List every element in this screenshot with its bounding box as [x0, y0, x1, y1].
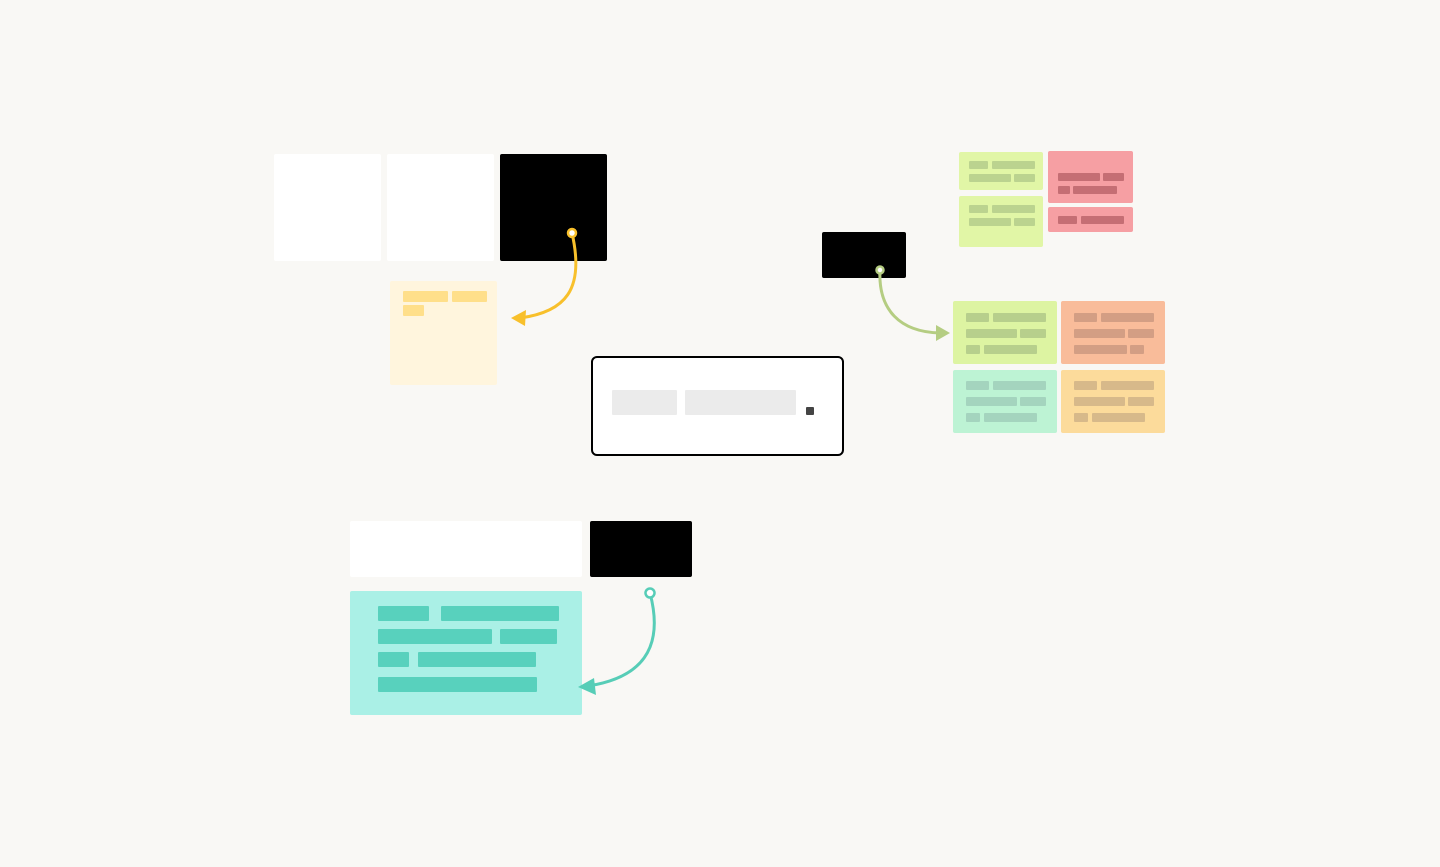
text-bar — [378, 677, 537, 692]
black-card-bottom[interactable] — [590, 521, 692, 577]
text-bar — [378, 629, 492, 644]
text-bar — [966, 413, 980, 422]
text-bar — [984, 345, 1037, 354]
text-bar — [1020, 329, 1046, 338]
text-bar — [403, 291, 448, 302]
text-bar — [378, 606, 429, 621]
text-bar — [1103, 173, 1124, 181]
black-card-right[interactable] — [822, 232, 906, 278]
text-bar — [1128, 329, 1154, 338]
sticky-pink-1[interactable] — [1048, 151, 1133, 203]
text-bar — [1101, 313, 1154, 322]
sticky-mint[interactable] — [953, 370, 1057, 433]
text-bar — [1074, 397, 1125, 406]
text-bar — [992, 205, 1035, 213]
text-bar — [993, 313, 1046, 322]
text-bar — [993, 381, 1046, 390]
text-bar — [992, 161, 1035, 169]
text-bar — [966, 329, 1017, 338]
connector-handle-icon[interactable] — [566, 227, 578, 239]
sticky-lime[interactable] — [953, 301, 1057, 364]
text-bar — [403, 305, 424, 316]
text-bar — [1058, 173, 1100, 181]
text-bar — [1074, 313, 1097, 322]
text-bar — [966, 313, 989, 322]
text-bar — [1058, 216, 1077, 224]
sticky-peach[interactable] — [1061, 370, 1165, 433]
text-bar — [969, 174, 1011, 182]
text-bar — [966, 397, 1017, 406]
placeholder-block — [612, 390, 677, 415]
text-bar — [1074, 329, 1125, 338]
text-bar — [1101, 381, 1154, 390]
arrowhead-icon — [511, 310, 526, 326]
text-bar — [1020, 397, 1046, 406]
text-bar — [378, 652, 409, 667]
cursor-square — [806, 407, 814, 415]
text-bar — [1014, 218, 1035, 226]
text-bar — [969, 161, 988, 169]
sticky-green-2[interactable] — [959, 196, 1043, 247]
text-bar — [452, 291, 487, 302]
text-bar — [418, 652, 536, 667]
sticky-orange[interactable] — [1061, 301, 1165, 364]
white-card-1[interactable] — [274, 154, 381, 261]
text-bar — [1128, 397, 1154, 406]
text-bar — [1073, 186, 1117, 194]
text-bar — [966, 381, 989, 390]
sticky-green-1[interactable] — [959, 152, 1043, 190]
connector-handle-icon[interactable] — [644, 587, 656, 599]
yellow-connector[interactable] — [511, 227, 578, 326]
text-bar — [1092, 413, 1145, 422]
text-bar — [1074, 381, 1097, 390]
placeholder-input-box[interactable] — [591, 356, 844, 456]
white-wide-card[interactable] — [350, 521, 582, 577]
text-bar — [1074, 345, 1127, 354]
text-bar — [966, 345, 980, 354]
connector-handle-icon[interactable] — [875, 265, 885, 275]
text-bar — [1074, 413, 1088, 422]
text-bar — [1058, 186, 1070, 194]
yellow-note[interactable] — [390, 281, 497, 385]
text-bar — [969, 218, 1011, 226]
black-card-top[interactable] — [500, 154, 607, 261]
text-bar — [984, 413, 1037, 422]
green-connector[interactable] — [875, 265, 951, 342]
placeholder-block — [685, 390, 796, 415]
text-bar — [500, 629, 557, 644]
teal-connector[interactable] — [578, 587, 656, 696]
text-bar — [1014, 174, 1035, 182]
text-bar — [441, 606, 559, 621]
sticky-pink-2[interactable] — [1048, 207, 1133, 232]
text-bar — [1130, 345, 1144, 354]
text-bar — [969, 205, 988, 213]
arrowhead-icon — [578, 678, 596, 695]
text-bar — [1081, 216, 1124, 224]
arrowhead-icon — [936, 325, 950, 341]
white-card-2[interactable] — [387, 154, 494, 261]
teal-note[interactable] — [350, 591, 582, 715]
